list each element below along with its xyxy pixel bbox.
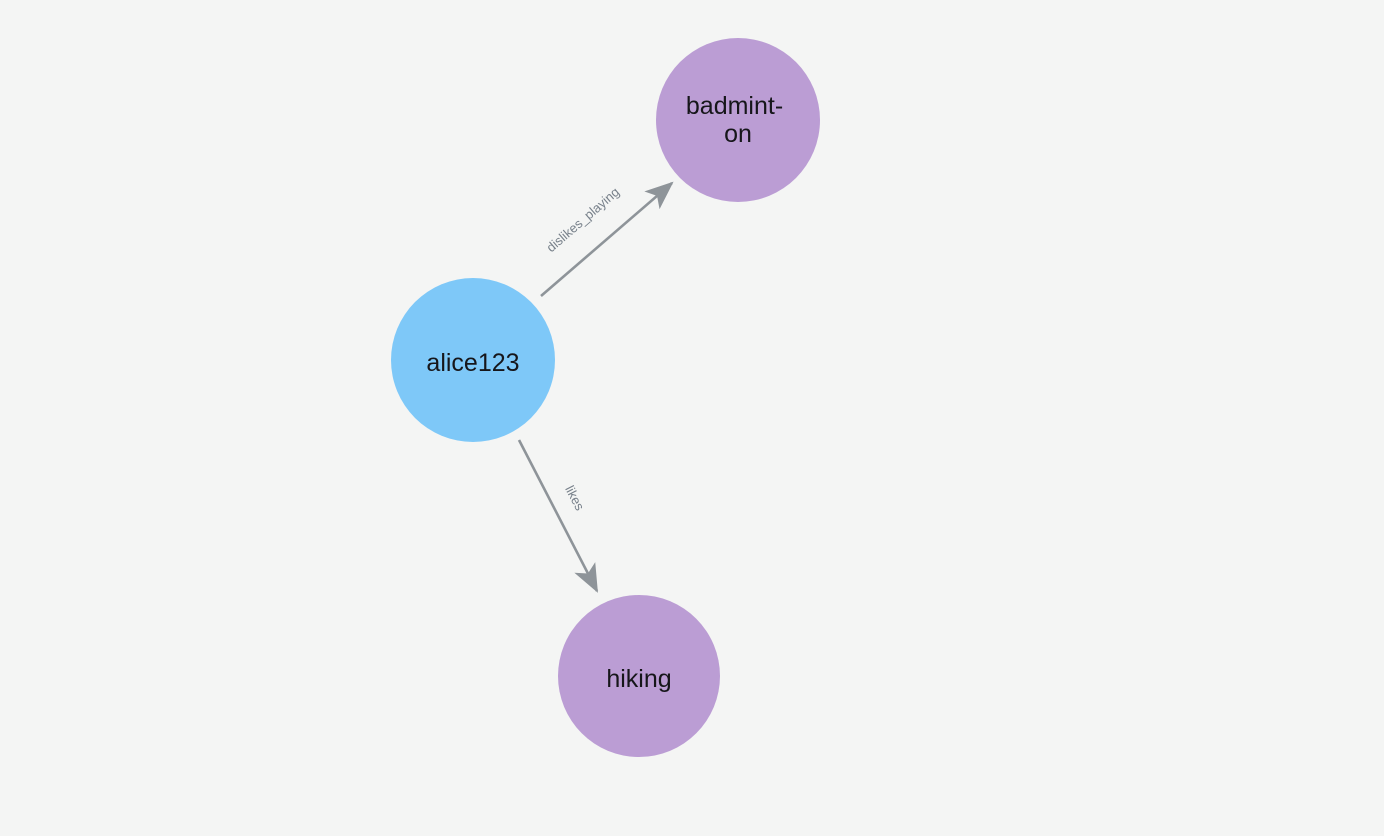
- edge-label-likes: likes: [562, 483, 588, 513]
- node-circle-hiking[interactable]: [558, 595, 720, 757]
- node-circle-alice123[interactable]: [391, 278, 555, 442]
- edge-label-dislikes-playing: dislikes_playing: [543, 184, 622, 255]
- node-badminton[interactable]: badmint- on: [656, 38, 820, 202]
- node-alice123[interactable]: alice123: [391, 278, 555, 442]
- edge-line[interactable]: [540, 181, 674, 297]
- edge-dislikes-playing[interactable]: dislikes_playing: [540, 181, 674, 297]
- nodes-layer: badmint- on alice123 hiking: [391, 38, 820, 757]
- edge-likes[interactable]: likes: [517, 439, 599, 593]
- edge-line[interactable]: [517, 439, 599, 593]
- node-hiking[interactable]: hiking: [558, 595, 720, 757]
- node-circle-badminton[interactable]: [656, 38, 820, 202]
